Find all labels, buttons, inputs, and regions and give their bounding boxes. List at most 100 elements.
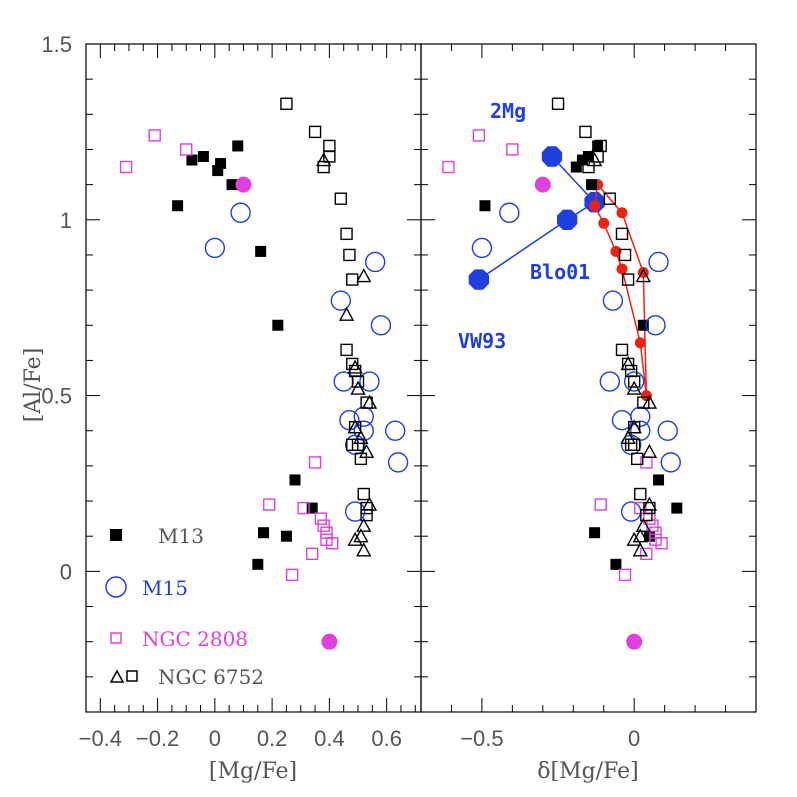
annotation-2mg: 2Mg — [490, 99, 526, 123]
ngc-6752-point — [280, 97, 293, 110]
m13-point — [272, 319, 284, 331]
ngc-2808-point — [317, 519, 330, 532]
m15-point — [620, 501, 642, 522]
ngc-6752-triangles-point — [347, 531, 363, 546]
x-tick-label: 0.4 — [314, 726, 345, 751]
ngc-2808-point — [314, 512, 327, 525]
legend-symbol-ngc6752-square — [126, 670, 138, 682]
ngc-6752-triangles-point — [620, 355, 636, 371]
blo01-model-point — [598, 217, 610, 229]
ngc-6752-triangles-point — [641, 496, 658, 511]
ngc-6752-triangles-point — [620, 429, 636, 444]
m13-point — [289, 474, 301, 486]
blo01-model-point — [634, 337, 646, 349]
m15-point — [359, 371, 380, 392]
m15-point — [499, 202, 520, 223]
ngc-6752-triangles-point — [356, 268, 372, 283]
ngc-2808-point — [442, 160, 455, 174]
m15-point — [204, 237, 226, 259]
legend-symbol-ngc2808 — [110, 632, 122, 644]
ngc-2808-point — [148, 129, 161, 142]
m15-point — [330, 290, 352, 311]
m15-point — [660, 452, 681, 473]
m13-point — [610, 558, 622, 570]
m15-point — [602, 290, 624, 311]
blo01-track-line — [593, 184, 648, 396]
m15-point — [648, 251, 669, 273]
ngc-6752-point — [323, 139, 336, 153]
ngc-2808-point — [326, 537, 339, 550]
ngc-6752-point — [631, 452, 644, 466]
ngc-6752-point — [621, 273, 635, 286]
panel-frame-left — [85, 43, 422, 713]
ngc-6752-point — [354, 452, 368, 466]
m13-point — [583, 151, 594, 163]
y-tick-label: 0 — [60, 559, 72, 584]
ngc-6752-point — [343, 248, 356, 262]
ngc-2808-point — [263, 498, 276, 511]
ngc-2808-point — [297, 501, 310, 515]
ngc-2808-point — [308, 456, 322, 469]
ngc-6752-triangles-point — [626, 380, 642, 395]
m13-point — [570, 161, 582, 173]
blo01-model-point — [610, 245, 622, 257]
blo01-model-point — [589, 200, 601, 212]
m13-point — [306, 502, 318, 514]
ngc-6752-point — [603, 192, 617, 205]
m13-point — [586, 179, 598, 191]
ngc-2808-point — [594, 498, 607, 511]
m15-point — [385, 420, 406, 441]
ngc-6752-point — [618, 248, 632, 262]
m13-point — [592, 140, 604, 152]
ngc-2808-point — [305, 547, 319, 560]
ngc-6752-triangles-point — [358, 443, 375, 459]
ngc-6752-point — [334, 192, 348, 205]
ngc-6752-triangles-point — [350, 380, 366, 395]
ngc-6752-point — [357, 487, 370, 501]
m13-point — [479, 200, 491, 212]
ngc-6752-point — [351, 375, 365, 388]
ngc-2808-point — [119, 160, 133, 174]
ngc-6752-triangles-point — [353, 429, 369, 444]
legend-label-m15: M15 — [142, 576, 188, 600]
x-tick-label: −0.5 — [460, 726, 503, 751]
y-axis-label: [Al/Fe] — [21, 348, 46, 423]
m13-point — [255, 245, 267, 257]
m13-point — [653, 474, 665, 486]
ngc-2808-point — [285, 568, 299, 582]
ngc-6752-point — [579, 125, 592, 139]
m15-point — [471, 237, 493, 259]
legend-symbol-ngc6752-triangle — [109, 669, 125, 683]
ngc-6752-triangles-point — [626, 419, 642, 434]
ngc-6752-triangles-point — [356, 517, 372, 532]
ngc-6752-point — [551, 97, 565, 110]
m13-point — [226, 179, 238, 191]
y-tick-label: 0.5 — [41, 384, 72, 409]
ngc-6752-point — [340, 343, 353, 357]
legend-symbol-m13 — [110, 529, 122, 541]
legend-label-ngc2808: NGC 2808 — [142, 627, 248, 651]
m13-point — [212, 165, 224, 177]
ngc-6752-triangles-point — [635, 517, 651, 532]
ngc-6752-triangles-point — [632, 528, 648, 543]
m13-point — [671, 502, 683, 514]
ngc-2808-filled-point — [235, 176, 252, 193]
m13-point — [280, 530, 292, 542]
x-tick-label: 0.6 — [371, 726, 402, 751]
panel-frame-right — [420, 43, 757, 713]
m15-point — [344, 434, 366, 455]
m15-point — [364, 251, 386, 273]
ngc-6752-triangles-point — [361, 394, 378, 409]
legend-symbol-m15 — [105, 576, 127, 598]
ngc-6752-triangles-point — [586, 152, 603, 167]
ngc-6752-point — [627, 375, 641, 388]
m15-point — [230, 202, 251, 223]
m13-point — [637, 319, 649, 331]
m13-point — [589, 527, 601, 539]
blo01-model-point — [640, 390, 652, 402]
ngc-6752-triangles-point — [632, 542, 648, 557]
ngc-2808-point — [640, 547, 653, 560]
y-tick-label: 1 — [60, 208, 72, 233]
m15-point — [387, 452, 409, 473]
